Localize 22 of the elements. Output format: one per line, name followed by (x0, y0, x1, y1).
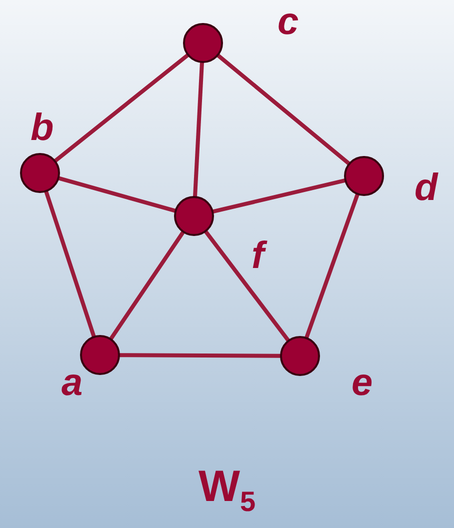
edge-line (118, 353, 282, 358)
vertex-label: b (30, 109, 54, 147)
edge-line (108, 230, 186, 340)
title: W$_{5}$ (197, 462, 257, 518)
vertex (344, 156, 384, 196)
vertex-label: c (278, 3, 299, 41)
edge-line (58, 176, 176, 213)
vertex (20, 153, 60, 193)
vertex (80, 335, 120, 375)
vertex-label: d (414, 169, 438, 207)
edge-line (44, 190, 96, 338)
edge-line (216, 54, 351, 166)
vertex-label: a (62, 364, 83, 402)
vertex (183, 23, 223, 63)
vertex (280, 336, 320, 376)
vertex (174, 196, 214, 236)
vertex-label: e (352, 364, 373, 402)
edge-line (54, 53, 190, 163)
edge-line (204, 230, 290, 342)
edge-line (304, 193, 360, 339)
edge-line (212, 178, 346, 214)
edge-line (192, 62, 204, 198)
